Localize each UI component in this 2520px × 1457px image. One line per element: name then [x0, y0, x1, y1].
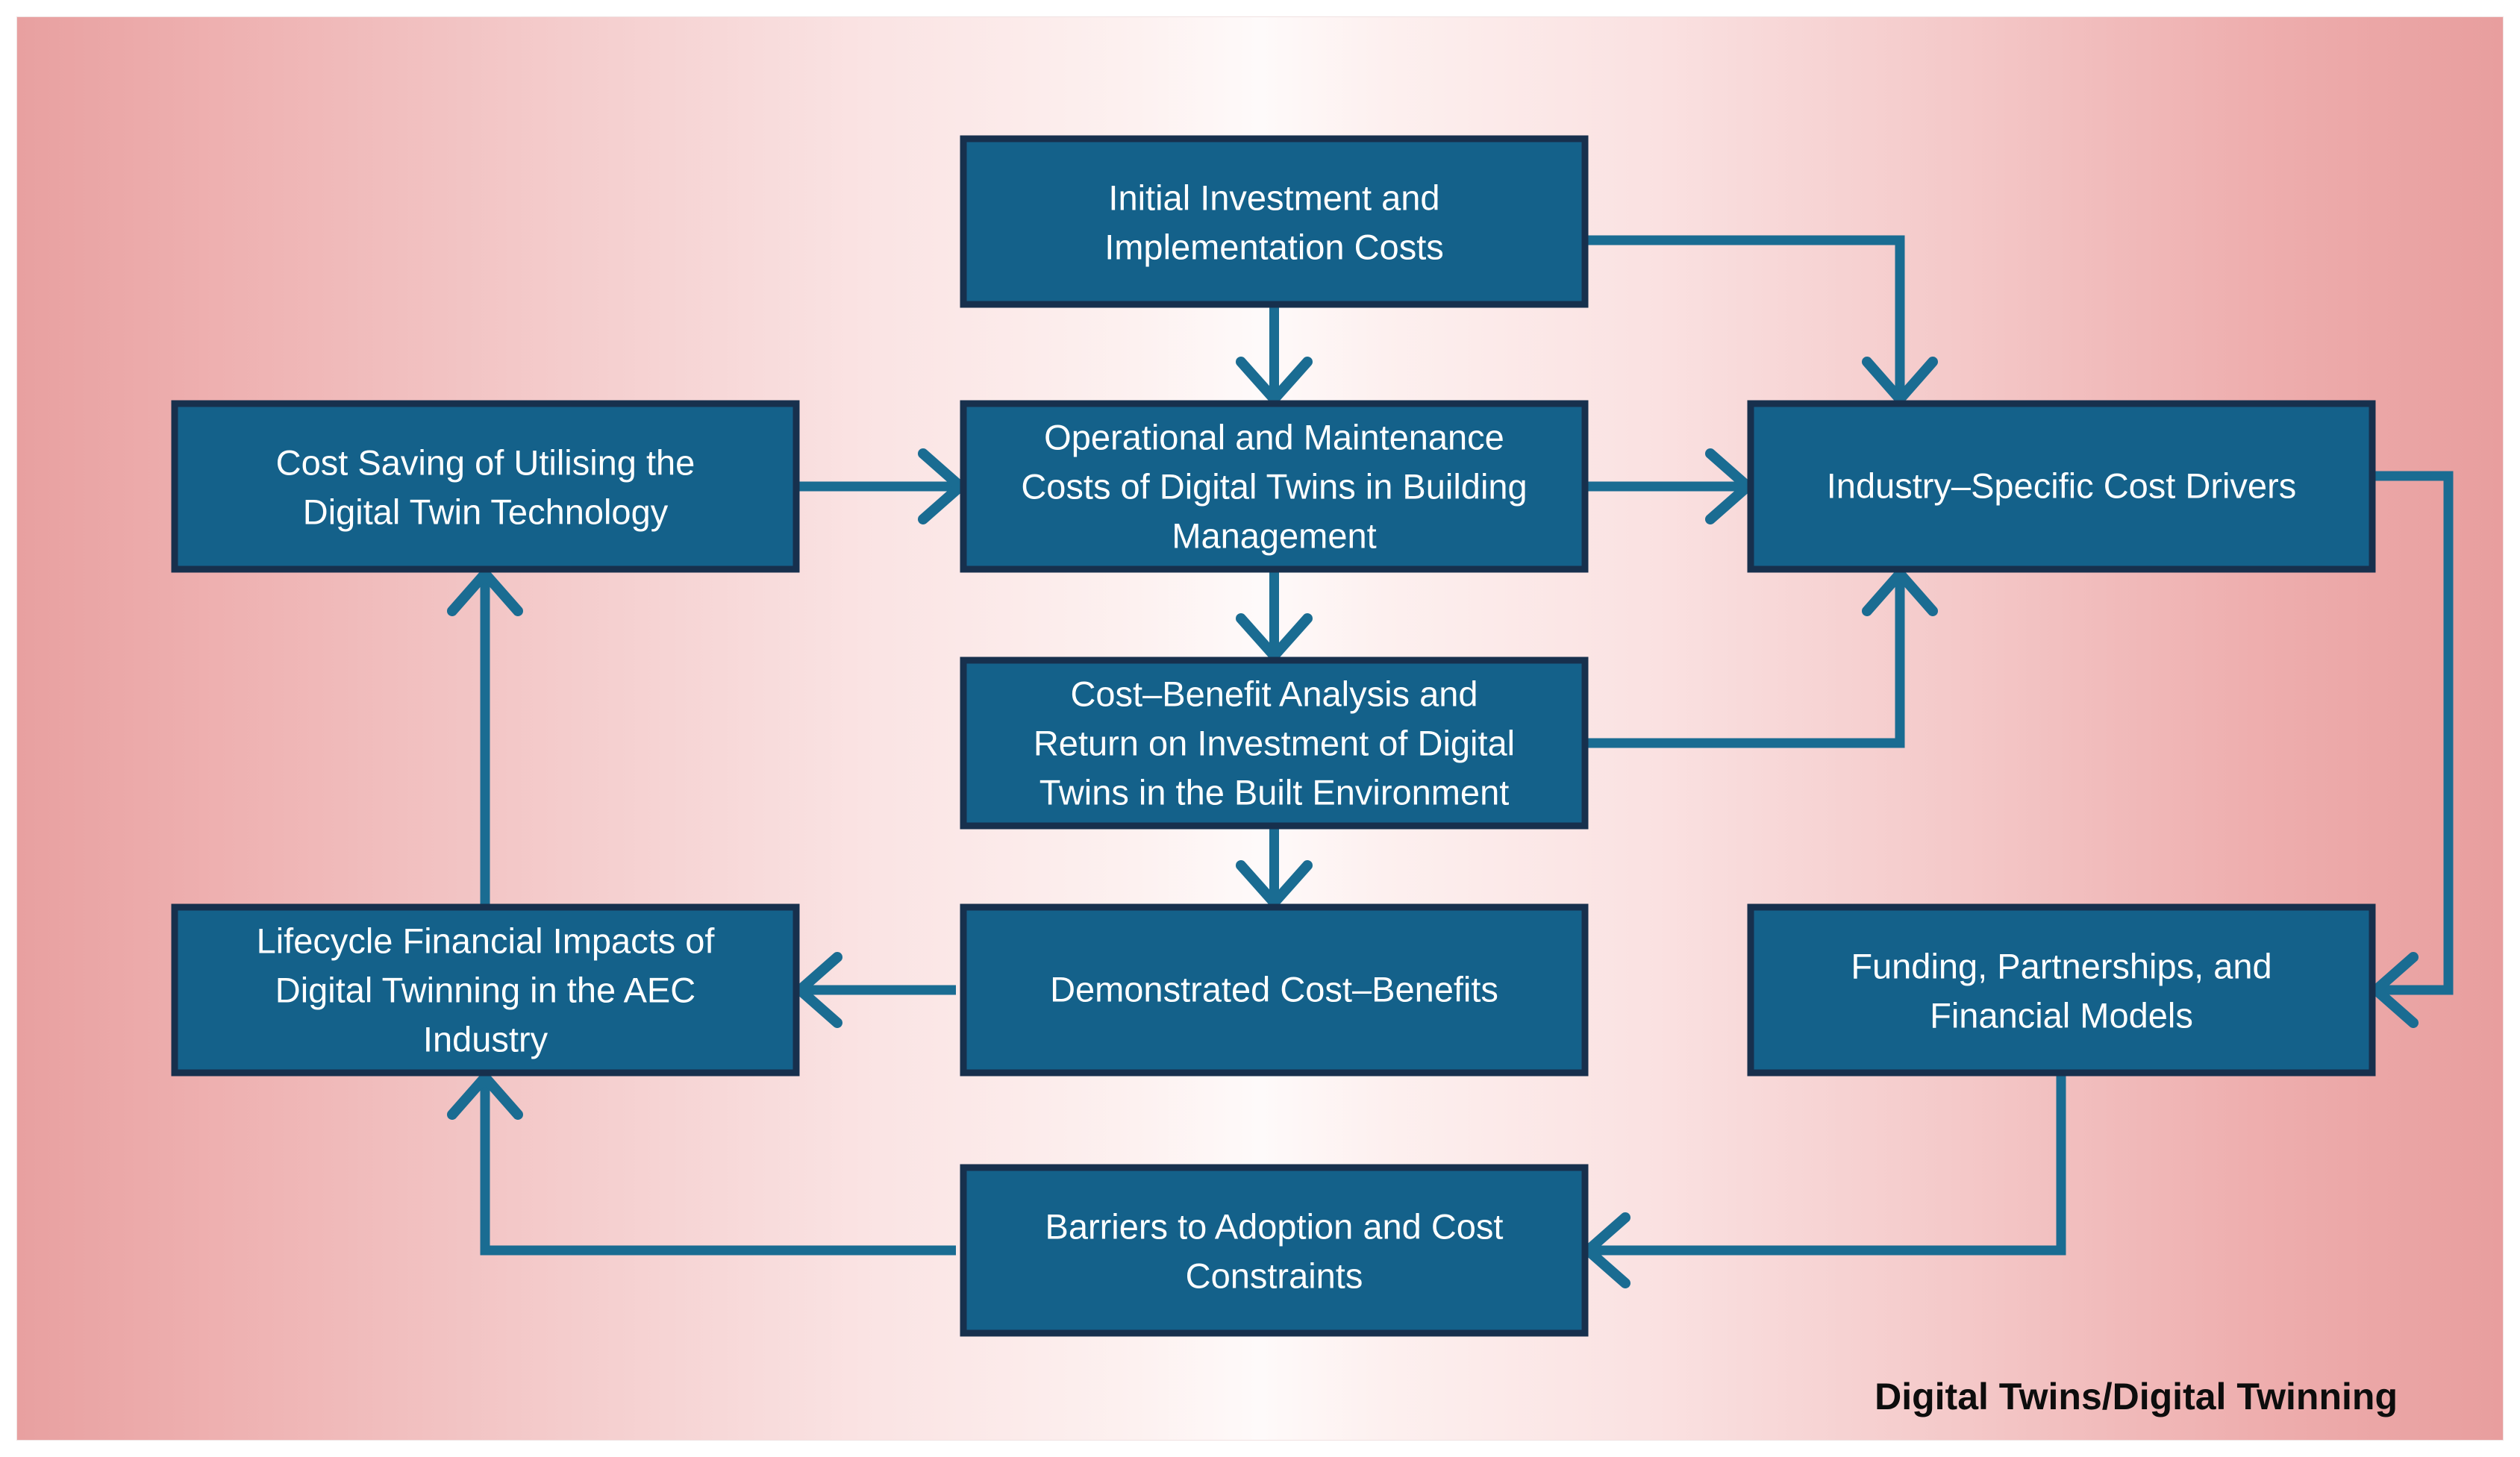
- node-initial-investment-line-1: Initial Investment and: [1108, 178, 1439, 217]
- node-lifecycle-financial-line-1: Lifecycle Financial Impacts of: [257, 921, 716, 960]
- diagram-canvas: Initial Investment and Implementation Co…: [16, 16, 2504, 1441]
- figure-caption: Digital Twins/Digital Twinning: [1875, 1376, 2398, 1417]
- node-operational-maintenance-line-2: Costs of Digital Twins in Building: [1021, 466, 1527, 506]
- node-lifecycle-financial[interactable]: Lifecycle Financial Impacts of Digital T…: [171, 903, 800, 1077]
- node-operational-maintenance-line-1: Operational and Maintenance: [1044, 417, 1504, 457]
- node-cost-benefit-roi[interactable]: Cost–Benefit Analysis and Return on Inve…: [960, 657, 1589, 830]
- node-cost-saving-line-1: Cost Saving of Utilising the: [276, 442, 695, 482]
- connector-operational-to-industry: [1585, 448, 1753, 524]
- node-initial-investment[interactable]: Initial Investment and Implementation Co…: [960, 135, 1589, 308]
- node-lifecycle-financial-line-2: Digital Twinning in the AEC: [275, 970, 695, 1009]
- node-barriers-adoption-line-1: Barriers to Adoption and Cost: [1045, 1206, 1504, 1246]
- connector-funding-to-barriers: [1583, 1073, 2066, 1288]
- connector-initial-to-operational: [1236, 304, 1313, 404]
- node-industry-specific[interactable]: Industry–Specific Cost Drivers: [1747, 400, 2376, 573]
- node-operational-maintenance-line-3: Management: [1172, 516, 1376, 555]
- node-demonstrated-benefits-line-1: Demonstrated Cost–Benefits: [1050, 969, 1498, 1009]
- node-cost-benefit-roi-line-2: Return on Investment of Digital: [1034, 723, 1515, 762]
- node-cost-saving-line-2: Digital Twin Technology: [303, 492, 669, 531]
- node-funding-partnerships-line-1: Funding, Partnerships, and: [1851, 946, 2272, 986]
- connector-demonstrated-to-lifecycle: [795, 952, 956, 1028]
- connector-barriers-to-lifecycle: [447, 1072, 956, 1256]
- connector-operational-to-costbenefit: [1236, 569, 1313, 661]
- node-demonstrated-benefits[interactable]: Demonstrated Cost–Benefits: [960, 903, 1589, 1077]
- node-funding-partnerships-line-2: Financial Models: [1930, 995, 2193, 1035]
- node-operational-maintenance[interactable]: Operational and Maintenance Costs of Dig…: [960, 400, 1589, 573]
- connector-costbenefit-to-demonstrated: [1236, 826, 1313, 908]
- connector-lifecycle-to-costsaving: [447, 568, 523, 907]
- connector-costbenefit-to-industry: [1585, 568, 1938, 748]
- node-barriers-adoption[interactable]: Barriers to Adoption and Cost Constraint…: [960, 1164, 1589, 1337]
- node-barriers-adoption-line-2: Constraints: [1186, 1256, 1363, 1295]
- flowchart-svg: Initial Investment and Implementation Co…: [171, 135, 2454, 1417]
- connector-costsaving-to-operational: [796, 448, 966, 524]
- node-initial-investment-line-2: Implementation Costs: [1104, 227, 1444, 266]
- connector-initial-to-industry: [1585, 235, 1938, 404]
- node-funding-partnerships[interactable]: Funding, Partnerships, and Financial Mod…: [1747, 903, 2376, 1077]
- connector-industry-to-funding: [2371, 471, 2454, 1028]
- node-cost-saving[interactable]: Cost Saving of Utilising the Digital Twi…: [171, 400, 800, 573]
- node-industry-specific-line-1: Industry–Specific Cost Drivers: [1827, 466, 2296, 505]
- node-cost-benefit-roi-line-1: Cost–Benefit Analysis and: [1070, 674, 1478, 713]
- node-cost-benefit-roi-line-3: Twins in the Built Environment: [1039, 772, 1510, 812]
- node-lifecycle-financial-line-3: Industry: [423, 1019, 548, 1059]
